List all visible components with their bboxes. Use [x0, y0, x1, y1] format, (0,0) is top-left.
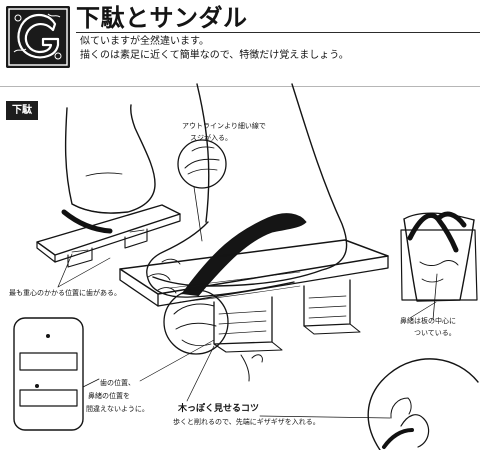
title-rule	[76, 32, 480, 33]
annotation-center-weight: 最も重心のかかる位置に歯がある。	[9, 289, 121, 297]
annotation-outline-line-1: アウトラインより細い線で	[182, 122, 266, 130]
annotation-tooth-line-1: 歯の位置、	[100, 379, 135, 387]
annotation-wood-body: 歩くと削れるので、先端にギザギザを入れる。	[173, 418, 320, 426]
subtitle-line-2: 描くのは素足に近くて簡単なので、特徴だけ覚えましょう。	[80, 50, 349, 61]
subtitle-line-1: 似ていますが全然違います。	[80, 36, 209, 47]
side-geta-sketch	[36, 104, 181, 268]
base-outline-sketch	[13, 317, 100, 431]
section-label-geta: 下駄	[6, 101, 38, 120]
ornamental-letter-g-icon	[6, 6, 70, 68]
callout-outline-circle	[177, 139, 227, 242]
annotation-bridge-line-1: 鼻緒は板の中心に	[400, 317, 456, 325]
toe-detail-circle	[367, 358, 479, 450]
annotation-leaders	[57, 253, 437, 419]
header: 下駄とサンダル 似ていますが全然違います。 描くのは素足に近くて簡単なので、特徴…	[0, 0, 480, 80]
annotation-bridge-line-2: ついている。	[414, 329, 456, 337]
page-title: 下駄とサンダル	[76, 4, 248, 32]
annotation-outline-line-2: スジが入る。	[190, 134, 232, 142]
header-divider	[0, 86, 480, 87]
annotation-tooth-line-2: 鼻緒の位置を	[88, 392, 130, 400]
annotation-wood-heading: 木っぽく見せるコツ	[178, 404, 260, 414]
callout-tooth-circle	[163, 289, 229, 355]
main-geta-sketch	[119, 83, 389, 382]
top-view-geta-sketch	[400, 211, 478, 321]
annotation-tooth-line-3: 間違えないように。	[86, 405, 149, 413]
